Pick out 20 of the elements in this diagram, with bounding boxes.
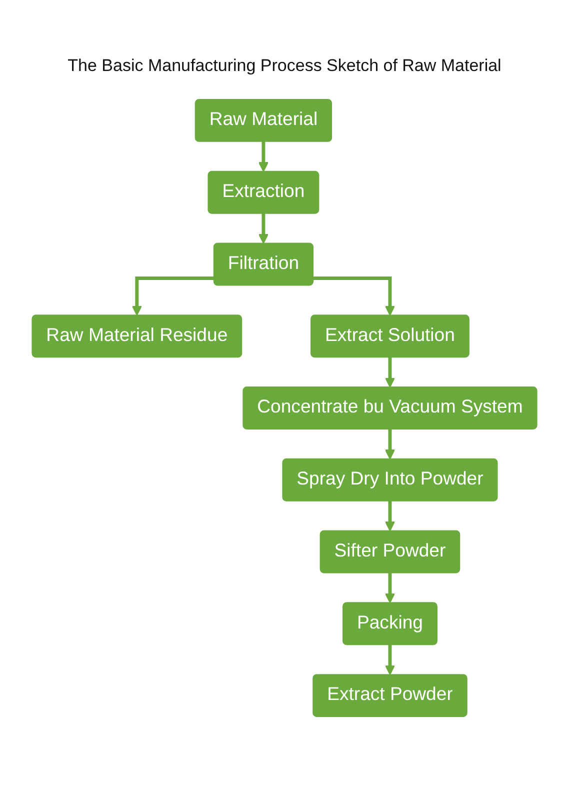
node-box: Raw Material Residue [32,314,242,358]
arrow [384,427,396,460]
node-box: Sifter Powder [320,530,460,574]
arrow [384,642,396,676]
arrow [258,212,269,244]
arrow [384,570,396,604]
node-box: Packing [342,602,438,646]
node-box: Filtration [213,242,314,286]
node-box: Concentrate bu Vacuum System [242,386,538,430]
arrow [384,355,396,388]
node-box: Raw Material [194,99,332,142]
arrow [312,276,396,316]
arrow [384,499,396,532]
diagram-title: The Basic Manufacturing Process Sketch of Raw Material [68,56,502,76]
arrow [132,276,214,316]
node-box: Extraction [208,170,320,214]
arrow [258,140,269,172]
node-box: Extract Powder [312,674,468,717]
node-box: Extract Solution [310,314,470,358]
node-box: Spray Dry Into Powder [282,458,498,502]
